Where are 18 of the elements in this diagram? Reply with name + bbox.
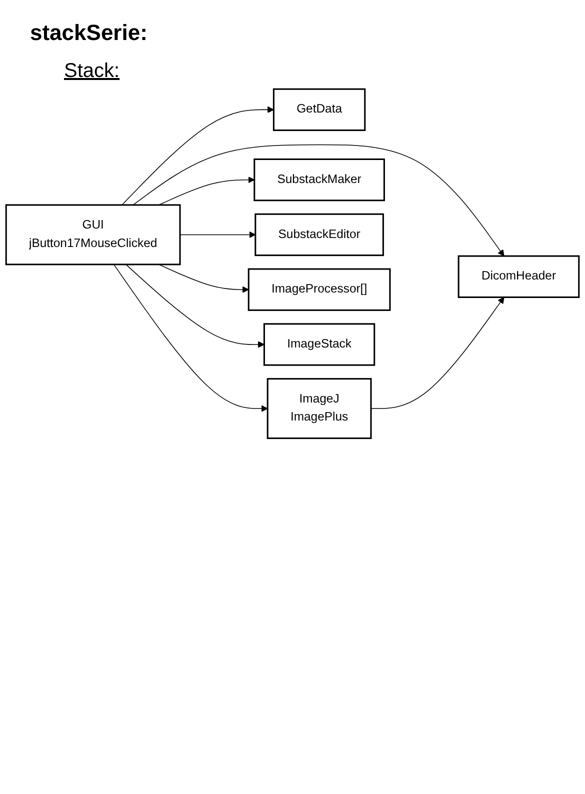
arrow [158,176,255,206]
arrow [180,231,256,238]
arrow [126,264,265,348]
arrow [158,264,249,293]
diagram-title: stackSerie: [30,20,148,46]
arrow [132,144,504,256]
node-box: SubstackEditor [254,213,384,256]
arrow [113,264,268,412]
node-box: ImageStack [263,323,376,366]
section-label: Stack: [64,60,120,83]
node-box: ImageJ ImagePlus [266,378,372,440]
node-box: GetData [272,88,366,132]
node-box: ImageProcessor[] [248,268,391,311]
arrow [370,296,504,409]
node-box: GUI jButton17MouseClicked [5,204,181,266]
node-box: DicomHeader [458,255,580,298]
arrow [122,106,274,206]
node-box: SubstackMaker [254,158,385,202]
